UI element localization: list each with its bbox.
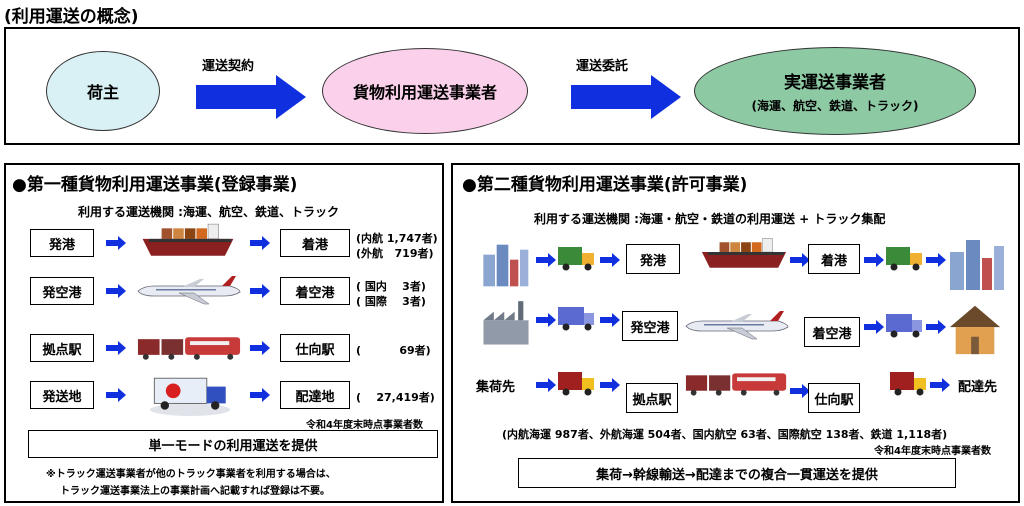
type2-title: ●第二種貨物利用運送事業(許可事業)	[462, 175, 748, 195]
concept-title: (利用運送の概念)	[4, 7, 139, 27]
forwarder-label: 貨物利用運送事業者	[352, 83, 497, 102]
arrow-icon	[536, 253, 556, 267]
consign-label: 運送委託	[576, 59, 629, 74]
buildings-icon	[946, 232, 1006, 292]
train-icon	[136, 334, 244, 362]
arrow-icon	[926, 320, 946, 334]
arrow-icon	[106, 341, 126, 355]
contract-arrow-icon	[196, 75, 306, 119]
type1-footnote-1: ※トラック運送事業者が他のトラック事業者を利用する場合は、	[46, 469, 336, 480]
arrow-icon	[864, 320, 884, 334]
type1-year-note: 令和4年度末時点事業者数	[306, 420, 423, 431]
forwarder-ellipse: 貨物利用運送事業者	[322, 48, 528, 134]
type2-pickup-label: 集荷先	[476, 380, 516, 395]
type2-year-note: 令和4年度末時点事業者数	[874, 446, 991, 457]
delivery-truck-icon	[884, 243, 924, 273]
arrow-icon	[536, 313, 556, 327]
type1-dest-port: 着港	[280, 229, 350, 257]
type1-count-sea: (内航 1,747者) (外航 719者)	[356, 232, 438, 260]
type1-origin-port: 発港	[30, 229, 94, 257]
type1-count-rail: ( 69者)	[356, 344, 431, 357]
consign-arrow-icon	[571, 75, 681, 119]
arrow-icon	[790, 253, 810, 267]
type1-origin-site: 発送地	[30, 381, 94, 409]
collection-truck-icon	[556, 368, 596, 398]
arrow-icon	[250, 388, 270, 402]
train-icon	[684, 370, 790, 398]
type1-count-air: ( 国内 3者) ( 国際 3者)	[356, 280, 426, 308]
arrow-icon	[250, 236, 270, 250]
city-icon	[478, 238, 532, 288]
arrow-icon	[926, 253, 946, 267]
collection-van-icon	[556, 303, 596, 333]
arrow-icon	[600, 313, 620, 327]
arrow-icon	[250, 284, 270, 298]
arrow-icon	[106, 388, 126, 402]
arrow-icon	[106, 236, 126, 250]
type2-subtitle: 利用する運送機関 :海運・航空・鉄道の利用運送 + トラック集配	[534, 212, 886, 226]
ship-icon	[140, 222, 236, 260]
type1-count-truck: ( 27,419者)	[356, 391, 435, 404]
type2-counts: (内航海運 987者、外航海運 504者、国内航空 63者、国際航空 138者、…	[502, 428, 948, 441]
type2-dest-airport: 着空港	[804, 317, 860, 347]
type2-dest-port: 着港	[808, 244, 860, 274]
type2-origin-port: 発港	[626, 244, 680, 274]
type1-origin-station: 拠点駅	[30, 334, 94, 362]
carrier-title: 実運送事業者	[784, 73, 886, 93]
arrow-icon	[106, 284, 126, 298]
contract-label: 運送契約	[202, 59, 255, 74]
type1-origin-airport: 発空港	[30, 277, 94, 305]
arrow-icon	[790, 384, 810, 398]
delivery-truck-icon	[888, 368, 928, 398]
type2-delivery-label: 配達先	[958, 380, 998, 395]
type1-dest-site: 配達地	[280, 381, 350, 409]
type2-slogan: 集荷→幹線輸送→配達までの複合一貫運送を提供	[518, 458, 956, 488]
type1-title: ●第一種貨物利用運送事業(登録事業)	[12, 175, 298, 195]
type1-dest-station: 仕向駅	[280, 334, 350, 362]
type2-origin-station: 拠点駅	[626, 383, 678, 413]
arrow-icon	[930, 378, 950, 392]
truck-icon	[148, 374, 232, 416]
ship-icon	[700, 236, 788, 272]
shipper-ellipse: 荷主	[46, 51, 160, 131]
collection-truck-icon	[556, 243, 596, 273]
airplane-icon	[682, 310, 792, 340]
type1-subtitle: 利用する運送機関 :海運、航空、鉄道、トラック	[78, 205, 339, 219]
type1-footnote-2: トラック運送事業法上の事業計画へ記載すれば登録は不要。	[60, 486, 330, 497]
carrier-ellipse: 実運送事業者 (海運、航空、鉄道、トラック)	[694, 47, 976, 135]
arrow-icon	[864, 253, 884, 267]
delivery-van-icon	[884, 310, 924, 340]
airplane-icon	[134, 274, 244, 306]
type2-origin-airport: 発空港	[622, 311, 678, 341]
arrow-icon	[600, 378, 620, 392]
type1-slogan: 単一モードの利用運送を提供	[28, 430, 438, 458]
arrow-icon	[536, 378, 556, 392]
type1-dest-airport: 着空港	[280, 277, 350, 305]
shipper-label: 荷主	[86, 83, 119, 102]
arrow-icon	[600, 253, 620, 267]
type2-box	[451, 163, 1020, 503]
house-icon	[946, 300, 1004, 358]
factory-icon	[480, 296, 532, 348]
type2-dest-station: 仕向駅	[808, 383, 860, 413]
arrow-icon	[250, 341, 270, 355]
carrier-subtitle: (海運、航空、鉄道、トラック)	[751, 99, 919, 113]
